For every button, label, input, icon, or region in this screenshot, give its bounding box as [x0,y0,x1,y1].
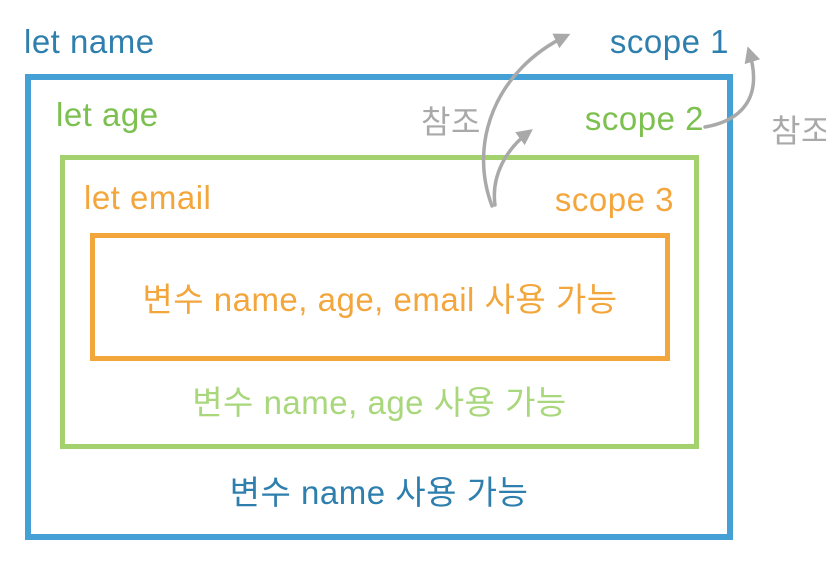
scope3-declaration-label: let email [84,179,212,216]
scope1-label: scope 1 [609,23,729,60]
scope3-usage-text: 변수 name, age, email 사용 가능 [142,281,618,318]
scope3-box: 변수 name, age, email 사용 가능 [90,233,670,361]
scope2-usage-text: 변수 name, age 사용 가능 [192,384,567,421]
reference-label-right: 참조 [771,113,826,149]
scope3-label: scope 3 [554,181,674,218]
scope1-usage-text: 변수 name 사용 가능 [229,474,529,511]
reference-label-left: 참조 [421,104,481,140]
scope2-declaration-label: let age [56,96,159,133]
scope1-declaration-label: let name [24,23,155,60]
scope2-label: scope 2 [584,100,704,137]
scope1-box [25,74,733,540]
scope2-box [60,155,699,449]
